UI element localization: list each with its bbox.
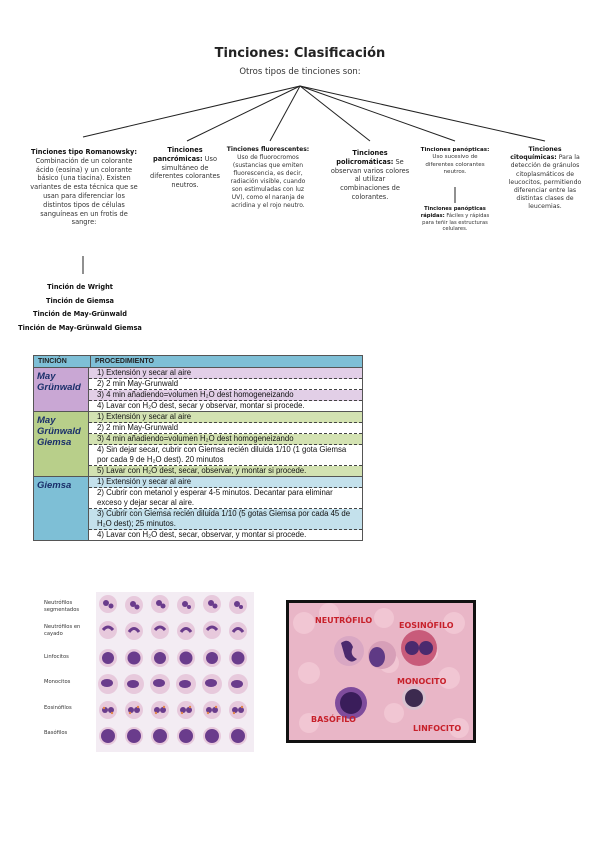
label-eosinofilo: EOSINÓFILO bbox=[399, 621, 454, 630]
row-label: Basófilos bbox=[44, 730, 68, 736]
table-row: 3) Cubrir con Giemsa recién diluida 1/10… bbox=[89, 509, 362, 530]
header-tincion: TINCIÓN bbox=[34, 356, 91, 367]
table-header: TINCIÓN PROCEDIMIENTO bbox=[34, 356, 362, 368]
table-row: 5) Lavar con H₂O dest, secar, observar, … bbox=[89, 466, 362, 476]
table-row: 2) 2 min May-Grunwald bbox=[89, 379, 362, 390]
table-row: 1) Extensión y secar al aire bbox=[89, 477, 362, 488]
label-basofilo: BASÓFILO bbox=[311, 715, 356, 724]
procedure-table: TINCIÓN PROCEDIMIENTO May Grünwald 1) Ex… bbox=[33, 355, 363, 541]
group-label: May Grünwald bbox=[34, 368, 89, 411]
label-linfocito: LINFOCITO bbox=[413, 724, 462, 733]
node-panopticas-rapidas: Tinciones panópticas rápidas: Fáciles y … bbox=[420, 206, 490, 233]
method-wright: Tinción de Wright bbox=[47, 283, 113, 291]
micrograph-cells bbox=[293, 603, 469, 738]
table-row: 1) Extensión y secar al aire bbox=[89, 412, 362, 423]
romanowsky-methods: Tinción de Wright Tinción de Giemsa Tinc… bbox=[0, 281, 160, 335]
node-pancromicas: Tinciones pancrómicas: Uso simultáneo de… bbox=[150, 146, 220, 190]
node-citoquimicas: Tinciones citoquímicas: Para la detecció… bbox=[508, 146, 582, 211]
tree-connectors bbox=[82, 85, 546, 274]
leukocyte-chart: Neutrófilos segmentados Neutrófilos en c… bbox=[44, 592, 254, 752]
page-title: Tinciones: Clasificación bbox=[214, 46, 386, 61]
group-label: May Grünwald Giemsa bbox=[34, 412, 89, 476]
group-label: Giemsa bbox=[34, 477, 89, 540]
group-may-grunwald-giemsa: May Grünwald Giemsa 1) Extensión y secar… bbox=[34, 412, 362, 477]
method-may-grunwald: Tinción de May-Grünwald bbox=[32, 310, 128, 318]
row-label: Monocitos bbox=[44, 679, 71, 685]
table-row: 3) 4 min añadiendo=volumen H₂O dest homo… bbox=[89, 390, 362, 401]
table-row: 2) 2 min May-Grunwald bbox=[89, 423, 362, 434]
row-label: Neutrófilos en cayado bbox=[44, 624, 81, 637]
table-row: 4) Lavar con H₂O dest, secar, observar, … bbox=[89, 530, 362, 540]
row-label: Linfocitos bbox=[44, 654, 69, 660]
node-panopticas: Tinciones panópticas: Uso sucesivo de di… bbox=[420, 147, 490, 176]
table-row: 1) Extensión y secar al aire bbox=[89, 368, 362, 379]
leukocyte-micrograph: NEUTRÓFILO EOSINÓFILO MONOCITO BASÓFILO … bbox=[286, 600, 476, 743]
group-may-grunwald: May Grünwald 1) Extensión y secar al air… bbox=[34, 368, 362, 412]
group-giemsa: Giemsa 1) Extensión y secar al aire 2) C… bbox=[34, 477, 362, 540]
table-row: 4) Lavar con H₂O dest, secar y observar,… bbox=[89, 401, 362, 411]
node-romanowsky: Tinciones tipo Romanowsky: Combinación d… bbox=[30, 148, 138, 227]
header-procedimiento: PROCEDIMIENTO bbox=[95, 358, 154, 365]
node-fluorescentes: Tinciones fluorescentes: Uso de fluorocr… bbox=[226, 146, 310, 209]
table-row: 4) Sin dejar secar, cubrir con Giemsa re… bbox=[89, 445, 362, 466]
table-row: 3) 4 min añadiendo=volumen H₂O dest homo… bbox=[89, 434, 362, 445]
method-may-grunwald-giemsa: Tinción de May-Grünwald Giemsa bbox=[18, 323, 142, 332]
method-giemsa: Tinción de Giemsa bbox=[45, 296, 115, 305]
cell-grid-image bbox=[96, 592, 254, 752]
page-subtitle: Otros tipos de tinciones son: bbox=[239, 67, 361, 77]
row-label: Eosinófilos bbox=[44, 705, 72, 711]
connector-romanowsky bbox=[82, 85, 301, 138]
node-policromaticas: Tinciones policromáticas: Se observan va… bbox=[330, 149, 410, 201]
label-monocito: MONOCITO bbox=[397, 677, 447, 686]
table-row: 2) Cubrir con metanol y esperar 4-5 minu… bbox=[89, 488, 362, 509]
label-neutrofilo: NEUTRÓFILO bbox=[315, 616, 373, 625]
row-label: Neutrófilos segmentados bbox=[44, 600, 80, 613]
